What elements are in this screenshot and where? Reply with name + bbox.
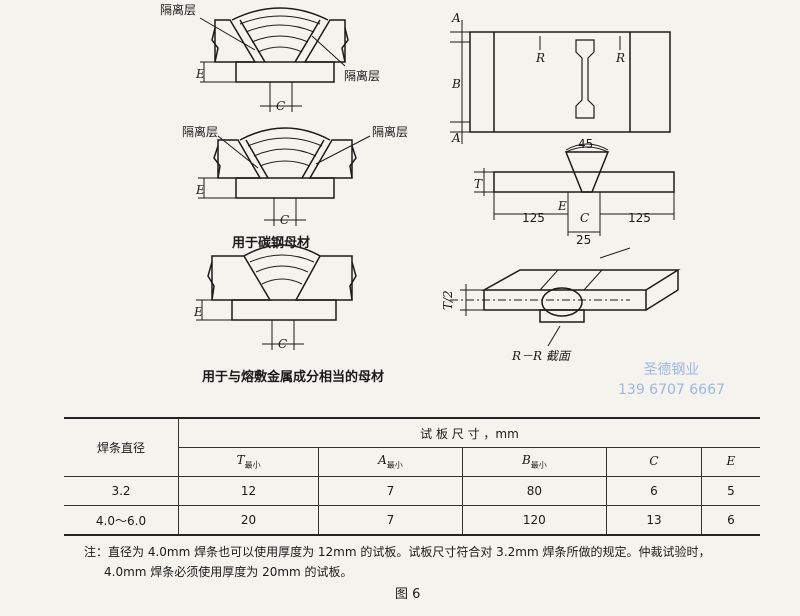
cell-value: 120 <box>461 505 608 536</box>
watermark-line2: 139 6707 6667 <box>618 382 725 398</box>
cell-value: 7 <box>318 476 463 506</box>
sketch-plan-view <box>450 20 671 144</box>
dim-45: 45 <box>578 137 593 151</box>
note-line-1: 注：直径为 4.0mm 焊条也可以使用厚度为 12mm 的试板。试板尺寸符合对 … <box>84 545 711 559</box>
section-mark-r-left: R <box>535 51 545 65</box>
dim-b: B <box>451 77 461 91</box>
col-header: T最小 <box>177 447 320 477</box>
watermark-line1: 圣德钢业 <box>643 362 700 378</box>
table-row: 4.0～6.0 20 7 120 13 6 <box>64 505 760 536</box>
dim-t-half: T/2 <box>441 290 455 310</box>
cell-value: 20 <box>177 505 320 536</box>
dim-25: 25 <box>576 233 591 247</box>
sketch-weld-elevation <box>474 143 675 236</box>
sketch-carbon-steel-2 <box>198 127 371 226</box>
sketch-matching-metal <box>196 244 357 350</box>
header-electrode-diameter: 焊条直径 <box>64 417 179 477</box>
dim-c-2: C <box>280 213 289 227</box>
sketch-section-rr <box>450 247 681 347</box>
weld-test-plate-drawings: 隔离层 隔离层 隔离层 隔离层 E E E C C C A B A R R 45… <box>160 2 681 363</box>
caption-matching-metal: 用于与熔敷金属成分相当的母材 <box>202 370 385 385</box>
dim-a-bottom: A <box>451 131 461 145</box>
sketch-carbon-steel-1 <box>199 7 349 112</box>
table-row: 3.2 12 7 80 6 5 <box>64 476 760 506</box>
table-note: 注：直径为 4.0mm 焊条也可以使用厚度为 12mm 的试板。试板尺寸符合对 … <box>84 542 784 582</box>
dim-c-elevation: C <box>580 211 589 225</box>
section-mark-r-right: R <box>615 51 625 65</box>
dim-e-2: E <box>195 183 205 197</box>
specimen-size-table: 焊条直径 试 板 尺 寸 ，mm T最小 A最小 B最小 C E 3.2 12 … <box>64 417 760 536</box>
cell-value: 12 <box>177 476 320 506</box>
dim-e-elevation: E <box>557 199 567 213</box>
col-header: C <box>606 447 702 477</box>
dim-t: T <box>474 177 483 191</box>
drawing-labels: 隔离层 隔离层 隔离层 隔离层 E E E C C C A B A R R 45… <box>160 2 651 363</box>
header-plate-size: 试 板 尺 寸 ，mm <box>178 417 760 448</box>
cell-value: 80 <box>461 476 608 506</box>
isolation-label-2: 隔离层 <box>344 68 380 83</box>
dim-c-3: C <box>278 337 287 351</box>
col-header: A最小 <box>318 447 463 477</box>
cell-diameter: 3.2 <box>64 476 179 506</box>
cell-value: 6 <box>700 505 760 536</box>
figure-number: 图 6 <box>395 587 421 602</box>
cell-value: 5 <box>700 476 760 506</box>
dim-c-1: C <box>276 99 285 113</box>
cell-diameter: 4.0～6.0 <box>64 505 179 536</box>
cell-value: 7 <box>318 505 463 536</box>
col-header: E <box>700 447 760 477</box>
dim-125-left: 125 <box>522 211 545 225</box>
caption-carbon-steel: 用于碳钢母材 <box>232 236 311 251</box>
isolation-label-1: 隔离层 <box>160 2 196 17</box>
dim-e-3: E <box>193 305 203 319</box>
dim-e-1: E <box>195 67 205 81</box>
cell-value: 6 <box>606 476 702 506</box>
isolation-label-3: 隔离层 <box>182 124 218 139</box>
isolation-label-4: 隔离层 <box>372 124 408 139</box>
cell-value: 13 <box>606 505 702 536</box>
watermark: 圣德钢业 139 6707 6667 <box>618 360 725 400</box>
dim-125-right: 125 <box>628 211 651 225</box>
dim-a-top: A <box>451 11 461 25</box>
section-rr-caption: R－R 截面 <box>511 349 572 363</box>
col-header: B最小 <box>461 447 608 477</box>
note-line-2: 4.0mm 焊条必须使用厚度为 20mm 的试板。 <box>104 565 353 579</box>
